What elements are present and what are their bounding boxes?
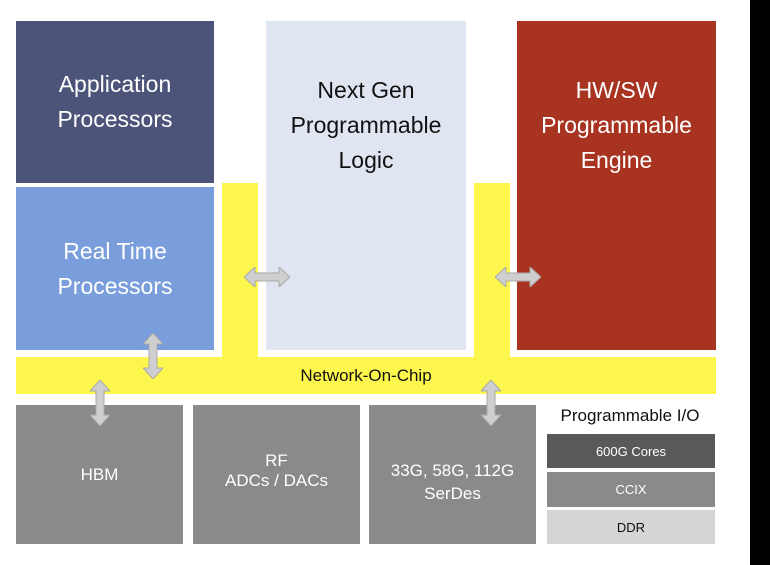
- network-on-chip: Network-On-Chip: [16, 357, 716, 394]
- network-on-chip-label: Network-On-Chip: [300, 365, 432, 385]
- hbm-label: HBM: [80, 464, 119, 484]
- programmable-logic-label: Next Gen Programmable Logic: [290, 77, 442, 173]
- screen-edge: [750, 0, 770, 565]
- hbm-block: HBM: [16, 405, 183, 544]
- double-arrow-horizontal-icon: [244, 267, 290, 287]
- programmable-io-title: Programmable I/O: [545, 404, 715, 428]
- programmable-engine-label: HW/SW Programmable Engine: [541, 77, 692, 173]
- io-item-label: CCIX: [615, 482, 647, 497]
- io-item-label: DDR: [616, 519, 646, 535]
- rf-block: RF ADCs / DACs: [193, 405, 360, 544]
- programmable-engine-block: HW/SW Programmable Engine: [517, 21, 716, 350]
- application-processors-label: Application Processors: [57, 71, 173, 132]
- double-arrow-vertical-icon: [90, 380, 110, 426]
- double-arrow-horizontal-icon: [495, 267, 541, 287]
- serdes-label: 33G, 58G, 112G SerDes: [390, 460, 515, 503]
- rf-label: RF ADCs / DACs: [225, 450, 328, 490]
- io-item-label: 600G Cores: [595, 443, 667, 459]
- real-time-processors-block: Real Time Processors: [16, 187, 214, 350]
- double-arrow-vertical-icon: [143, 333, 163, 379]
- double-arrow-vertical-icon: [481, 380, 501, 426]
- serdes-block: 33G, 58G, 112G SerDes: [369, 405, 536, 544]
- application-processors-block: Application Processors: [16, 21, 214, 183]
- io-item-600g-cores: 600G Cores: [547, 434, 715, 468]
- programmable-logic-block: Next Gen Programmable Logic: [266, 21, 466, 350]
- real-time-processors-label: Real Time Processors: [57, 237, 173, 299]
- io-item-ddr: DDR: [547, 510, 715, 544]
- io-item-ccix: CCIX: [547, 472, 715, 507]
- programmable-io-title-label: Programmable I/O: [560, 406, 700, 425]
